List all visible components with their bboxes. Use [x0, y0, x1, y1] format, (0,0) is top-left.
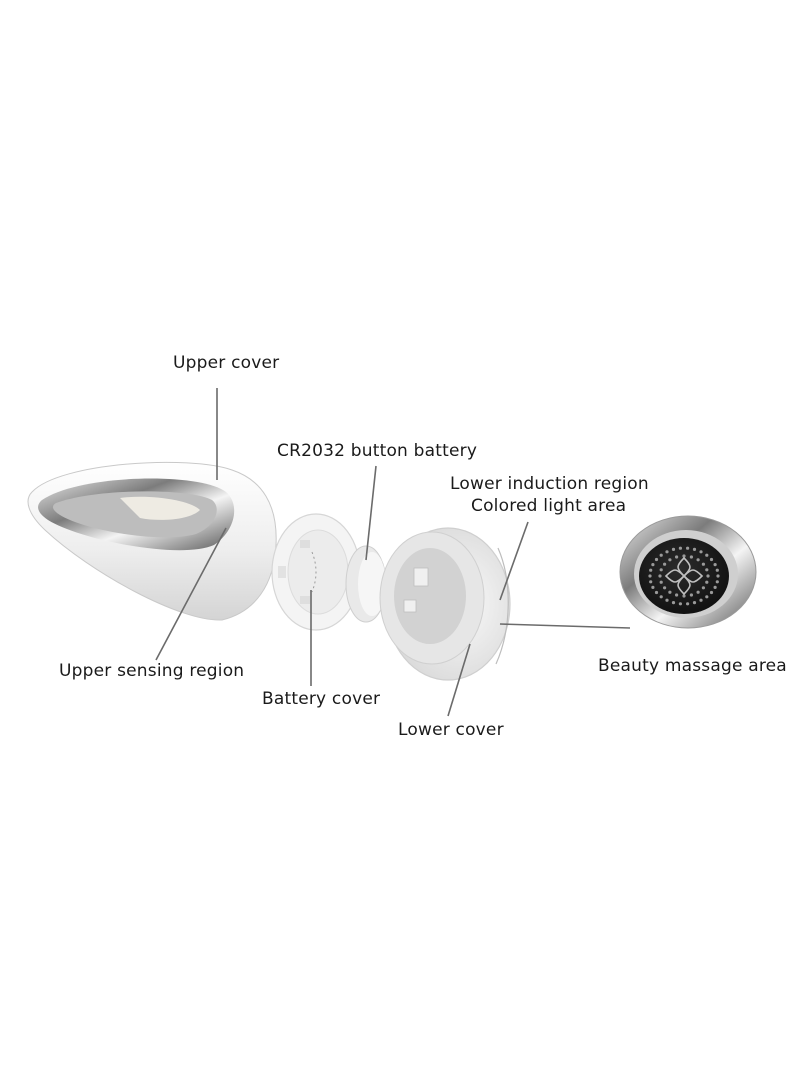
massage-dot	[675, 555, 679, 559]
leader-battery	[365, 465, 377, 561]
leader-lower-induction	[499, 521, 529, 601]
massage-dot	[659, 595, 663, 599]
massage-dot	[659, 553, 663, 557]
lower-cover-part	[379, 527, 511, 681]
label-lower-induction-region: Lower induction region	[450, 474, 649, 494]
massage-dot	[668, 590, 672, 594]
massage-dot	[701, 586, 706, 590]
massage-dot	[709, 557, 714, 562]
massage-dot	[686, 602, 690, 606]
cr2032-battery-part	[345, 545, 387, 623]
massage-dot	[678, 546, 683, 550]
massage-dot	[713, 585, 717, 590]
massage-dot	[689, 593, 694, 597]
massage-dot	[686, 546, 690, 550]
massage-dot	[692, 547, 697, 552]
massage-dot	[651, 563, 655, 567]
massage-dot	[659, 580, 663, 584]
massage-dot	[689, 555, 694, 559]
massage-dot	[713, 563, 717, 567]
massage-dot	[663, 562, 667, 566]
label-beauty-massage-area: Beauty massage area	[598, 656, 787, 676]
massage-dot	[706, 574, 710, 578]
massage-dot	[705, 595, 709, 599]
leader-massage-area	[499, 623, 631, 629]
massage-dot	[658, 574, 662, 578]
massage-dot	[699, 598, 703, 602]
label-upper-cover: Upper cover	[173, 353, 279, 373]
massage-dot	[709, 590, 714, 595]
beauty-massage-head-part	[619, 515, 757, 629]
label-cr2032-battery: CR2032 button battery	[277, 441, 477, 461]
massage-dot	[668, 558, 672, 562]
massage-dot	[671, 601, 676, 605]
massage-dot	[659, 568, 663, 572]
massage-dot	[671, 547, 676, 552]
massage-dot	[678, 602, 683, 606]
massage-dot	[696, 558, 700, 562]
leader-lower-cover	[447, 643, 471, 717]
massage-dot	[705, 553, 709, 557]
label-lower-cover: Lower cover	[398, 720, 504, 740]
massage-dot	[675, 593, 679, 597]
label-battery-cover: Battery cover	[262, 689, 380, 709]
massage-dot	[715, 580, 719, 584]
massage-dot	[705, 580, 709, 584]
upper-cover-part	[27, 461, 277, 621]
massage-dot	[699, 550, 703, 554]
massage-dot	[701, 562, 706, 566]
massage-dot	[716, 574, 720, 578]
massage-dot	[665, 598, 669, 602]
massage-dot	[654, 590, 659, 595]
massage-dot	[663, 586, 667, 590]
massage-dot	[651, 585, 655, 590]
massage-dot	[696, 590, 700, 594]
label-upper-sensing-region: Upper sensing region	[59, 661, 244, 681]
massage-dot	[692, 601, 697, 605]
massage-dot	[705, 568, 709, 572]
leader-lines	[155, 388, 631, 717]
massage-dot	[665, 550, 669, 554]
massage-dot	[649, 580, 653, 584]
massage-dot	[715, 568, 719, 572]
massage-dot	[648, 574, 652, 578]
label-colored-light-area: Colored light area	[471, 496, 626, 516]
massage-dot	[649, 568, 653, 572]
massage-dot	[682, 594, 686, 598]
massage-dot	[654, 557, 659, 562]
massage-dot	[682, 554, 686, 558]
leader-upper-sensing	[155, 527, 227, 661]
